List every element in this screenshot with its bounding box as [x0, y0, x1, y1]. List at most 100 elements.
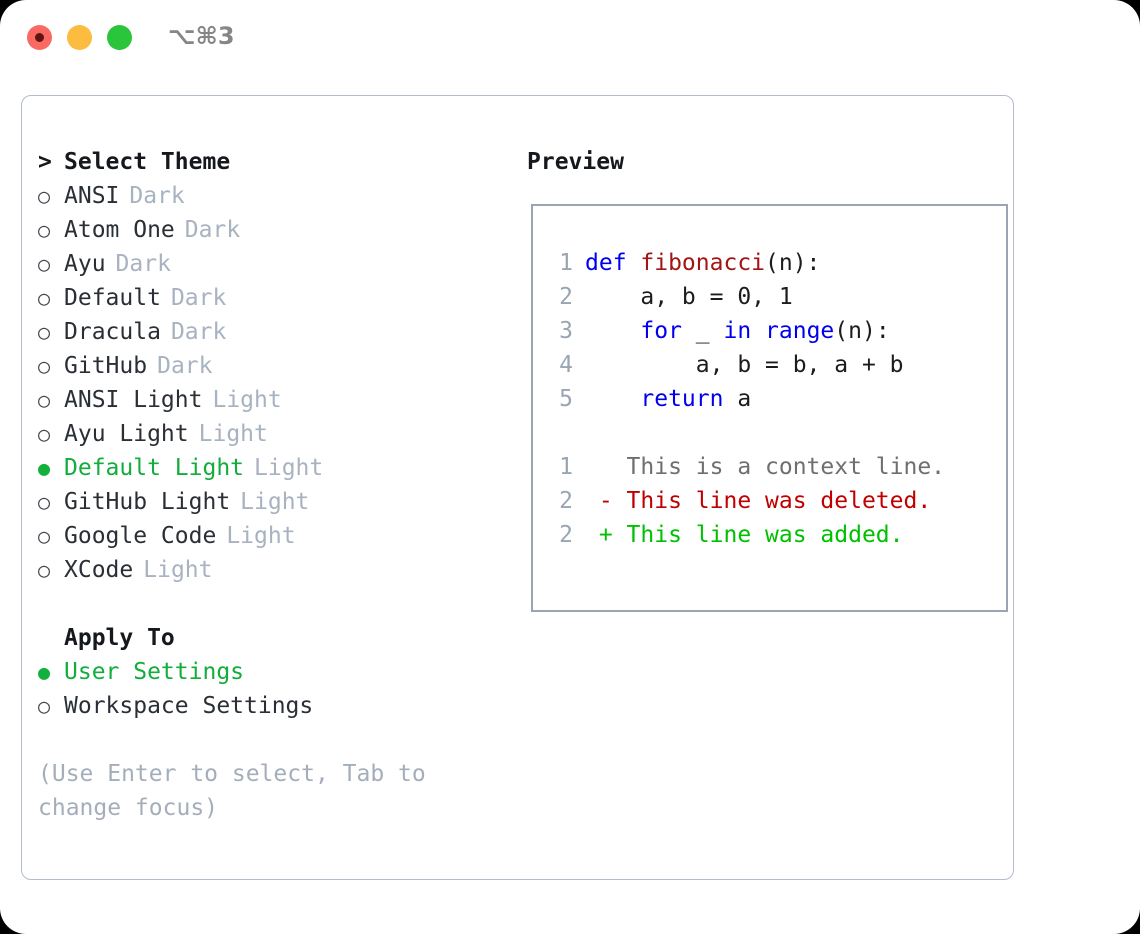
theme-option-variant-tag: Dark — [170, 319, 227, 345]
theme-option-variant-tag: Light — [226, 523, 296, 549]
theme-option[interactable]: ○ GitHub Light Light — [38, 485, 488, 519]
code-token: range — [765, 318, 835, 344]
code-token: def — [585, 250, 641, 276]
theme-option-variant-tag: Dark — [170, 285, 227, 311]
theme-option-label: GitHub Light — [64, 489, 231, 515]
theme-option-label: Google Code — [64, 523, 217, 549]
line-number: 2 — [559, 488, 573, 514]
line-number: 4 — [559, 352, 573, 378]
code-line: 1 def fibonacci(n): — [551, 246, 945, 280]
code-line: 3 for _ in range(n): — [551, 314, 945, 348]
radio-unselected-icon: ○ — [38, 320, 51, 344]
code-line: 2 + This line was added. — [551, 518, 945, 552]
theme-option-label: Dracula — [64, 319, 161, 345]
theme-option-variant-tag: Dark — [115, 251, 171, 277]
radio-unselected-icon: ○ — [38, 354, 51, 378]
code-token — [751, 318, 765, 344]
theme-option-variant-tag: Light — [212, 387, 282, 413]
theme-option-label: Ayu — [64, 251, 106, 277]
preview-heading-label: Preview — [527, 149, 624, 175]
radio-unselected-icon: ○ — [38, 422, 51, 446]
radio-unselected-icon: ○ — [38, 218, 51, 242]
radio-unselected-icon: ○ — [38, 388, 51, 412]
keyboard-hint-text: (Use Enter to select, Tab to change focu… — [38, 761, 426, 821]
apply-to-option[interactable]: ○ Workspace Settings — [38, 689, 488, 723]
code-token: in — [723, 318, 752, 344]
theme-option[interactable]: ○ Google Code Light — [38, 519, 488, 553]
line-number: 2 — [559, 522, 573, 548]
focus-marker: > — [38, 149, 52, 175]
theme-option[interactable]: ○ Ayu Light Light — [38, 417, 488, 451]
code-token: This is a context line. — [585, 454, 946, 480]
line-number: 1 — [559, 454, 573, 480]
apply-to-option-label: Workspace Settings — [64, 693, 314, 719]
select-theme-heading-label: Select Theme — [64, 149, 231, 175]
keyboard-shortcut-label: ⌥⌘3 — [168, 22, 235, 50]
code-line: 2 - This line was deleted. — [551, 484, 945, 518]
apply-to-option-label: User Settings — [64, 659, 245, 685]
close-button[interactable] — [27, 25, 52, 50]
theme-option-label: ANSI Light — [64, 387, 203, 413]
line-number: 1 — [559, 250, 573, 276]
theme-option-variant-tag: Light — [143, 557, 213, 583]
code-line: 5 return a — [551, 382, 945, 416]
window-titlebar: ⌥⌘3 — [0, 0, 1140, 76]
line-number: 2 — [559, 284, 573, 310]
radio-unselected-icon: ○ — [38, 184, 51, 208]
theme-option-label: ANSI — [64, 183, 120, 209]
theme-option-variant-tag: Light — [198, 421, 268, 447]
line-number: 5 — [559, 386, 573, 412]
theme-option-variant-tag: Light — [254, 455, 324, 481]
code-line: 4 a, b = b, a + b — [551, 348, 945, 382]
radio-unselected-icon: ○ — [38, 286, 51, 310]
minimize-button[interactable] — [67, 25, 92, 50]
theme-option-label: GitHub — [64, 353, 148, 379]
radio-selected-icon: ● — [38, 456, 51, 480]
radio-unselected-icon: ○ — [38, 524, 51, 548]
code-token: (n): — [834, 318, 890, 344]
maximize-button[interactable] — [107, 25, 132, 50]
code-token: _ — [681, 318, 724, 344]
code-token: for — [640, 318, 682, 344]
theme-option[interactable]: ○ Ayu Dark — [38, 247, 488, 281]
line-number: 3 — [559, 318, 573, 344]
theme-option[interactable]: ○ Default Dark — [38, 281, 488, 315]
section-spacer — [38, 587, 488, 621]
radio-unselected-icon: ○ — [38, 252, 51, 276]
code-token: a, b = b, a + b — [585, 352, 904, 378]
preview-heading: >Preview — [501, 145, 1001, 179]
code-token — [585, 318, 640, 344]
theme-option-variant-tag: Dark — [184, 217, 241, 243]
radio-unselected-icon: ○ — [38, 558, 51, 582]
code-token: fibonacci — [640, 250, 766, 276]
code-token: + This line was added. — [585, 522, 904, 548]
theme-option-variant-tag: Light — [240, 489, 310, 515]
traffic-light-controls — [27, 25, 132, 50]
apply-to-list: ● User Settings ○ Workspace Settings — [38, 655, 488, 723]
code-token: (n): — [765, 250, 821, 276]
code-line — [551, 416, 945, 450]
code-token: - This line was deleted. — [585, 488, 932, 514]
radio-unselected-icon: ○ — [38, 694, 51, 718]
radio-selected-icon: ● — [38, 660, 51, 684]
code-token: return — [640, 386, 724, 412]
theme-option[interactable]: ○ ANSI Light Light — [38, 383, 488, 417]
code-token — [585, 386, 640, 412]
apply-to-option[interactable]: ● User Settings — [38, 655, 488, 689]
theme-option-label: Default — [64, 285, 161, 311]
theme-option-variant-tag: Dark — [129, 183, 185, 209]
theme-option-label: Ayu Light — [64, 421, 189, 447]
theme-option[interactable]: ○ ANSI Dark — [38, 179, 488, 213]
theme-option[interactable]: ○ Dracula Dark — [38, 315, 488, 349]
apply-to-heading-label: Apply To — [64, 625, 175, 651]
apply-to-heading: >Apply To — [38, 621, 488, 655]
radio-unselected-icon: ○ — [38, 490, 51, 514]
